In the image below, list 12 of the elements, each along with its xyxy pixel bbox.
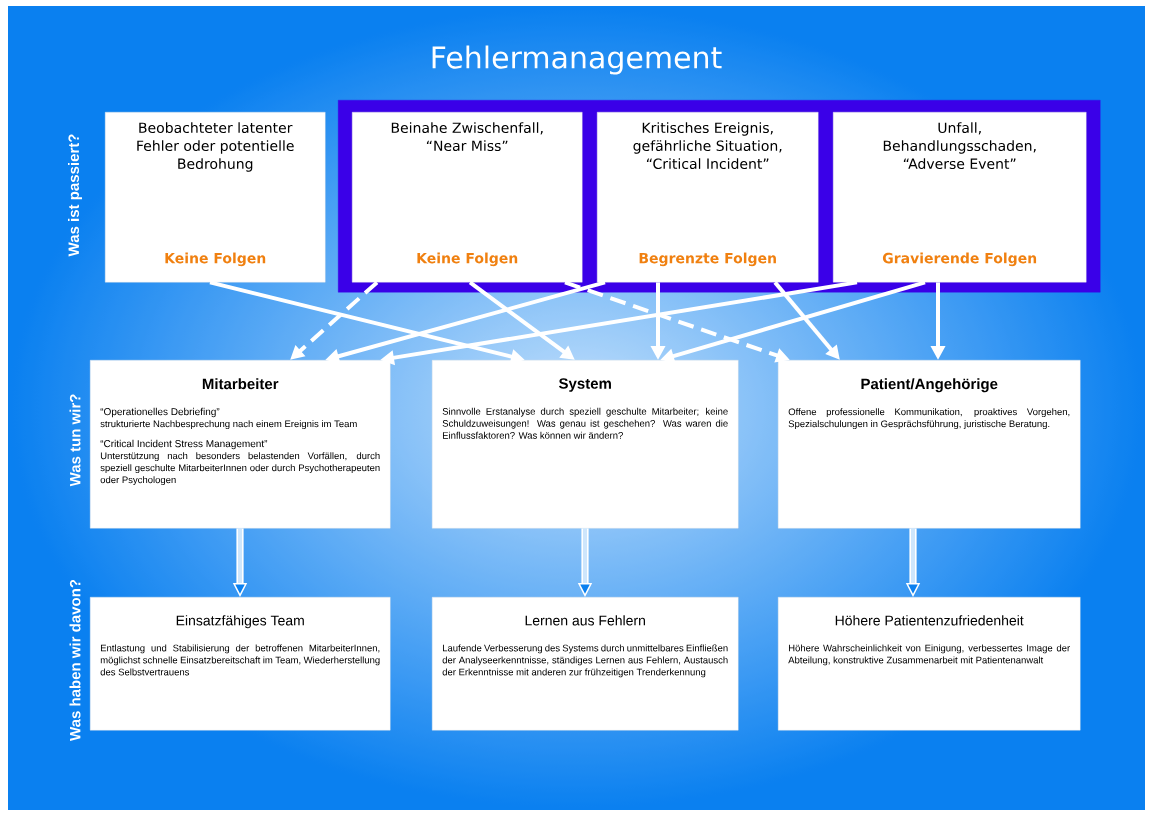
- event-box: Beinahe Zwischenfall, “Near Miss” Keine Folgen: [352, 112, 583, 283]
- result-box: Einsatzfähiges Team Entlastung und Stabilisierung der betroffenen MitarbeiterInnen, möglichst schnelle Einsatzbereitschaft im Team, Wiederherstellung des Selbstvertrauens: [90, 597, 391, 731]
- action-box: Mitarbeiter “Operationelles Debriefing” strukturierte Nachbesprechung nach einem Ereignis im Team “Critical Incident Stress Management” Unterstützung nach besonders belastenden Vorfällen, durch speziell geschulte MitarbeiterInnen oder durch Psychotherapeuten oder Psychologen: [90, 360, 391, 529]
- row-label: Was ist passiert?: [68, 134, 82, 257]
- result-box: Lernen aus Fehlern Laufende Verbesserung des Systems durch unmittelbares Einfließen der Analyseerkenntnisse, ständiges Lernen aus Fehlern, Austausch der Erkenntnisse mit anderen zur frühzeitigen Trenderkennung: [432, 597, 739, 731]
- title: Fehlermanagement: [432, 45, 722, 75]
- action-box: System Sinnvolle Erstanalyse durch speziell geschulte Mitarbeiter; keine Schuldzuweisungen! Was genau ist geschehen? Was waren die Einflussfaktoren? Was können wir ändern?: [432, 360, 739, 529]
- result-box: Höhere Patientenzufriedenheit Höhere Wahrscheinlichkeit von Einigung, verbessertes Image der Abteilung, konstruktive Zusammenarbeit mit Patientenanwalt: [778, 597, 1081, 731]
- event-box: Kritisches Ereignis, gefährliche Situation, “Critical Incident” Begrenzte Folgen: [597, 112, 819, 283]
- event-box: Beobachteter latenter Fehler oder potentielle Bedrohung Keine Folgen: [105, 112, 326, 283]
- event-box: Unfall, Behandlungsschaden, “Adverse Event” Gravierende Folgen: [833, 112, 1087, 283]
- action-box: Patient/Angehörige Offene professionelle Kommunikation, proaktives Vorgehen, Spezialschulungen in Gesprächsführung, juristische Beratung.: [778, 360, 1081, 529]
